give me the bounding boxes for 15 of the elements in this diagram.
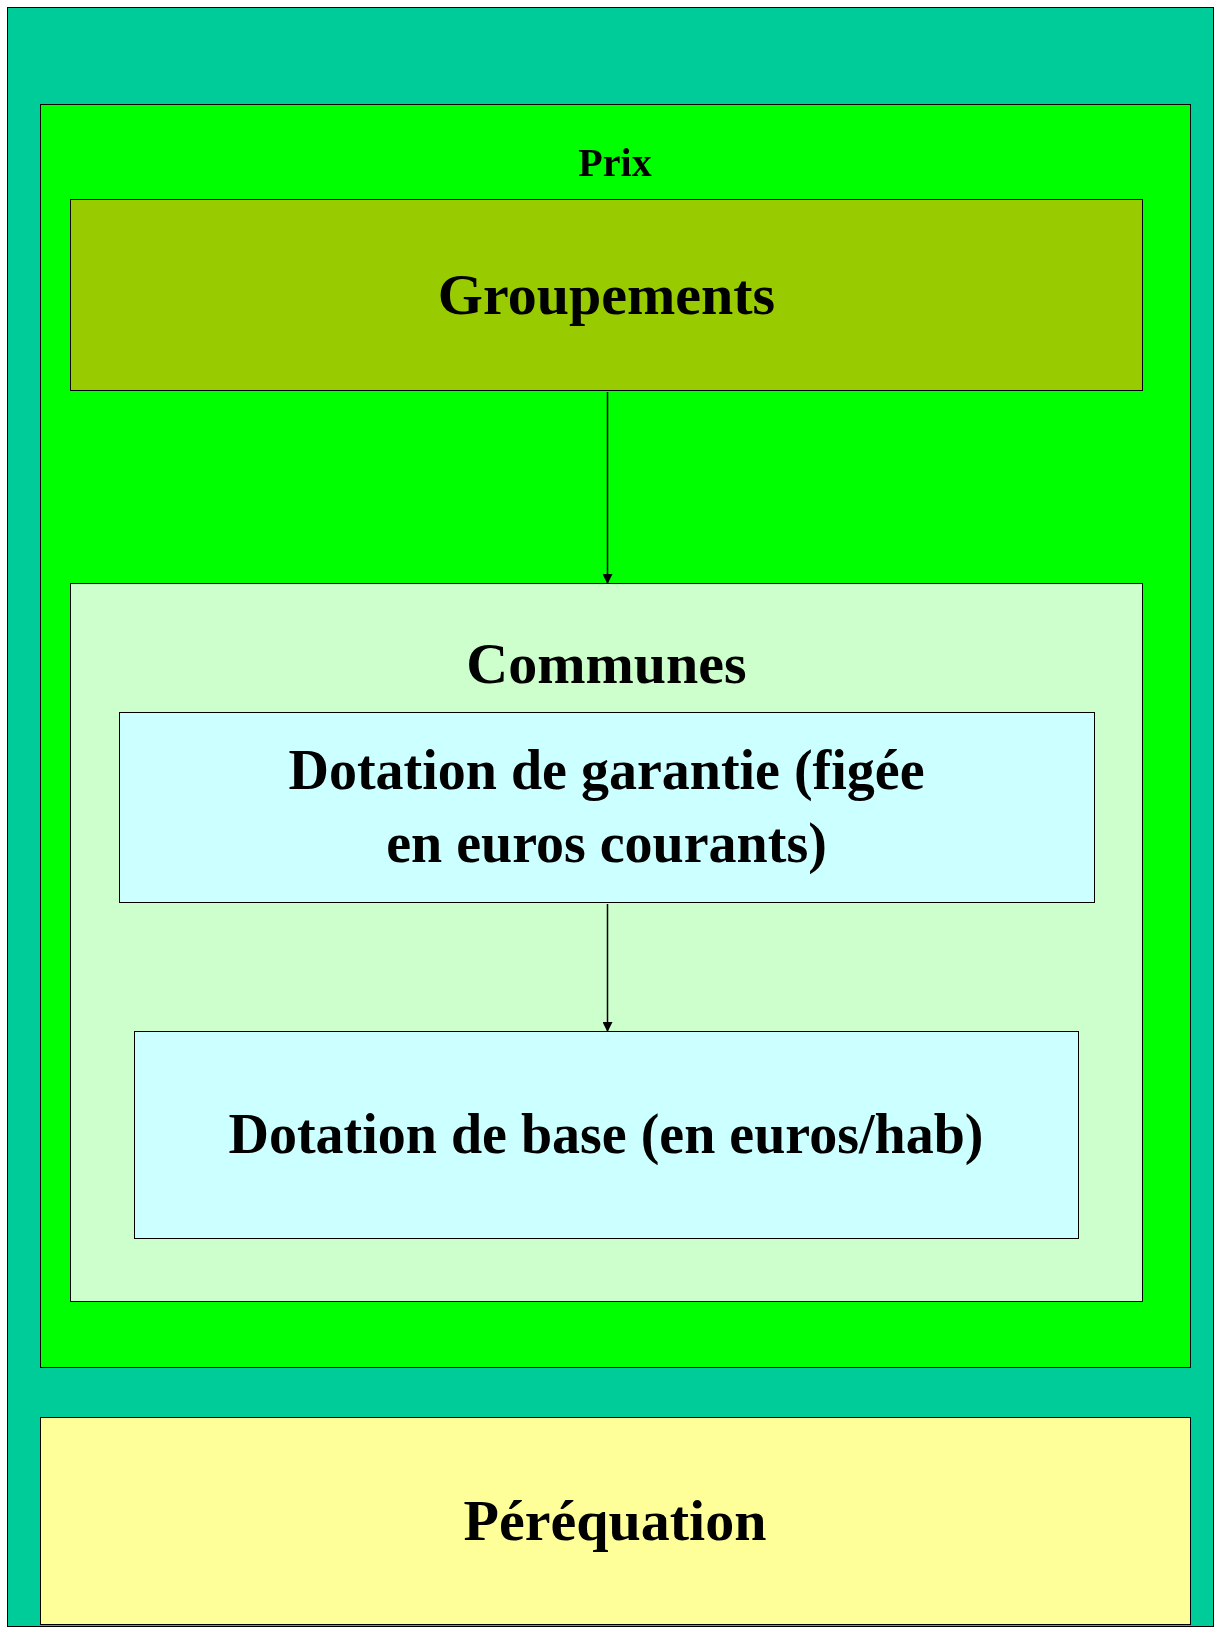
arrow: [602, 391, 613, 585]
background-box: [7, 7, 1214, 1627]
process-box: [118, 711, 1095, 903]
arrow: [602, 903, 613, 1033]
box-label: Dotation de garantie (figée en euros courants): [287, 738, 926, 876]
box-label: Groupements: [436, 261, 777, 330]
process-box: [133, 1030, 1079, 1239]
group-title: Prix: [577, 138, 653, 187]
container-box: [70, 583, 1143, 1302]
process-box: [70, 199, 1143, 391]
process-box: [39, 1416, 1191, 1625]
box-label: Dotation de base (en euros/hab): [227, 1102, 985, 1168]
group-title: Communes: [465, 630, 748, 698]
box-label: Péréquation: [462, 1486, 768, 1555]
container-box: [39, 103, 1191, 1368]
